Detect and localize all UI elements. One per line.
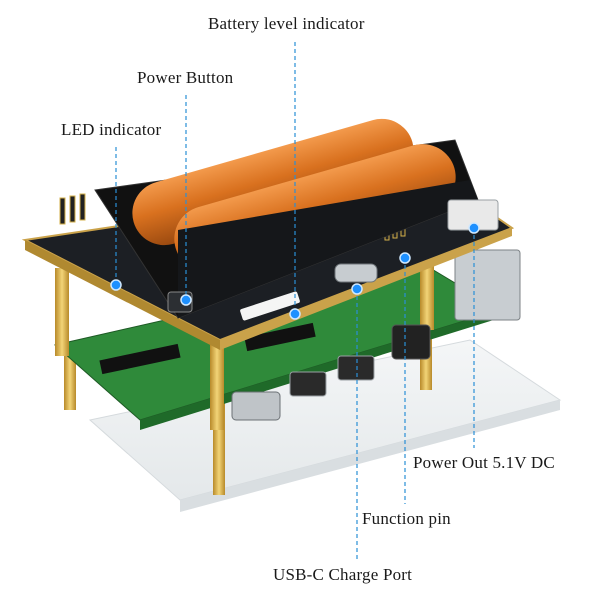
marker-dot — [110, 279, 122, 291]
usbc-port — [334, 263, 378, 283]
power-out-label: Power Out 5.1V DC — [413, 453, 555, 472]
battery-level-indicator-label: Battery level indicator — [208, 14, 365, 33]
marker-dot — [351, 283, 363, 295]
marker-dot — [289, 308, 301, 320]
standoff — [210, 330, 224, 430]
function-jack — [391, 324, 431, 360]
standoff — [64, 350, 76, 410]
function-pin-label: Function pin — [362, 509, 451, 528]
power-button-label: Power Button — [137, 68, 234, 87]
marker-dot — [468, 222, 480, 234]
standoff — [55, 268, 69, 356]
marker-dot — [180, 294, 192, 306]
standoff — [420, 255, 434, 330]
led-indicator-label: LED indicator — [61, 120, 162, 139]
usbc-charge-port-label: USB-C Charge Port — [273, 565, 413, 584]
marker-dot — [399, 252, 411, 264]
